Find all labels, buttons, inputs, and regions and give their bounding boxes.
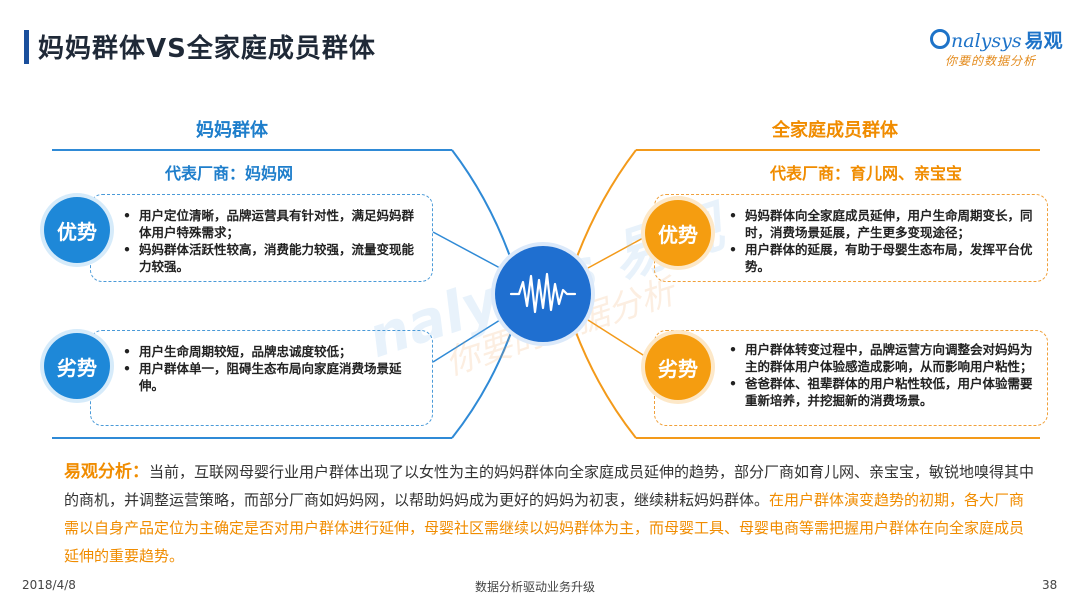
right-disadvantage-badge: 劣势: [645, 334, 711, 400]
left-advantage-list: 用户定位清晰，品牌运营具有针对性，满足妈妈群体用户特殊需求； 妈妈群体活跃性较高…: [91, 195, 432, 275]
waveform-icon: [509, 272, 577, 314]
list-item: 用户群体单一，阻碍生态布局向家庭消费场景延伸。: [121, 360, 416, 394]
center-waveform-badge: [495, 246, 591, 342]
list-item: 用户生命周期较短，品牌忠诚度较低；: [121, 343, 416, 360]
left-vendor: 代表厂商：妈妈网: [165, 164, 294, 183]
left-disadvantage-badge: 劣势: [44, 333, 110, 399]
footer-slogan: 数据分析驱动业务升级: [475, 580, 596, 594]
right-group-title: 全家庭成员群体: [772, 120, 898, 141]
right-advantage-badge: 优势: [645, 200, 711, 266]
analysis-paragraph: 易观分析：当前，互联网母婴行业用户群体出现了以女性为主的妈妈群体向全家庭成员延伸…: [64, 458, 1034, 570]
logo-cn: 易观: [1024, 30, 1063, 52]
left-advantage-box: 用户定位清晰，品牌运营具有针对性，满足妈妈群体用户特殊需求； 妈妈群体活跃性较高…: [90, 194, 433, 282]
footer-date: 2018/4/8: [22, 578, 76, 592]
right-disadvantage-box: 用户群体转变过程中，品牌运营方向调整会对妈妈为主的群体用户体验感造成影响，从而影…: [654, 330, 1048, 426]
right-advantage-list: 妈妈群体向全家庭成员延伸，用户生命周期变长，同时，消费场景延展，产生更多变现途径…: [655, 195, 1047, 275]
title-accent-bar: [24, 30, 29, 64]
analysis-highlight: 在用户群体演变趋势的初期，各大厂商需以自身产品定位为主确定是否对用户群体进行延伸…: [64, 491, 1025, 565]
analysis-text: 当前，互联网母婴行业用户群体出现了以女性为主的妈妈群体向全家庭成员延伸的趋势，部…: [64, 463, 1035, 509]
list-item: 爸爸群体、祖辈群体的用户粘性较低，用户体验需要重新培养，并挖掘新的消费场景。: [727, 375, 1035, 409]
page-number: 38: [1042, 578, 1058, 592]
logo-tagline: 你要的数据分析: [945, 54, 1037, 68]
left-group-title: 妈妈群体: [196, 120, 268, 141]
left-disadvantage-box: 用户生命周期较短，品牌忠诚度较低； 用户群体单一，阻碍生态布局向家庭消费场景延伸…: [90, 330, 433, 426]
list-item: 妈妈群体向全家庭成员延伸，用户生命周期变长，同时，消费场景延展，产生更多变现途径…: [727, 207, 1035, 241]
left-disadvantage-list: 用户生命周期较短，品牌忠诚度较低； 用户群体单一，阻碍生态布局向家庭消费场景延伸…: [91, 331, 432, 394]
page-title: 妈妈群体VS全家庭成员群体: [38, 34, 376, 64]
logo-mark-icon: [930, 29, 950, 49]
left-advantage-badge: 优势: [44, 197, 110, 263]
analysis-label: 易观分析：: [64, 462, 149, 482]
list-item: 用户群体转变过程中，品牌运营方向调整会对妈妈为主的群体用户体验感造成影响，从而影…: [727, 341, 1035, 375]
right-advantage-box: 妈妈群体向全家庭成员延伸，用户生命周期变长，同时，消费场景延展，产生更多变现途径…: [654, 194, 1048, 282]
list-item: 用户群体的延展，有助于母婴生态布局，发挥平台优势。: [727, 241, 1035, 275]
list-item: 妈妈群体活跃性较高，消费能力较强，流量变现能力较强。: [121, 241, 416, 275]
logo-text: nalysys: [951, 30, 1022, 52]
list-item: 用户定位清晰，品牌运营具有针对性，满足妈妈群体用户特殊需求；: [121, 207, 416, 241]
right-disadvantage-list: 用户群体转变过程中，品牌运营方向调整会对妈妈为主的群体用户体验感造成影响，从而影…: [655, 331, 1047, 409]
right-vendor: 代表厂商：育儿网、亲宝宝: [770, 164, 963, 183]
